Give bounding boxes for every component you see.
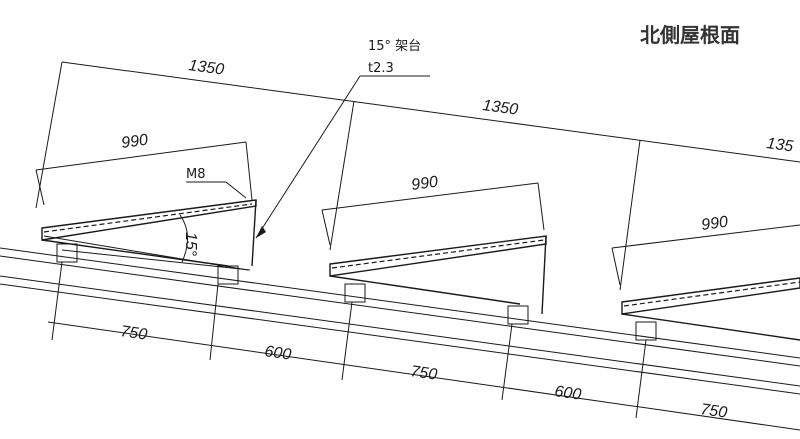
bottom-dimension-4: 600 [553,383,582,404]
module-1 [35,141,257,285]
top-dimension-2: 1350 [481,97,519,119]
bottom-dimension-1: 750 [119,323,148,344]
bottom-dimension-2: 600 [263,343,292,364]
bolt-leader [186,181,247,199]
frame-note-leader [255,75,430,239]
top-dimension-3: 135 [765,135,794,155]
panel-dimension-1: 990 [120,132,149,152]
frame-angle-note: 15° 架台 [368,39,421,54]
top-dimension-1: 1350 [187,57,225,79]
roof-surface [0,247,800,395]
angle-label: 15° [182,232,199,257]
module-3 [611,224,800,341]
bottom-dimension-3: 750 [409,363,438,384]
bolt-label: M8 [186,167,206,182]
panel-dimension-3: 990 [700,214,729,234]
panel-dimension-2: 990 [410,174,439,194]
bottom-dimension-line [47,261,800,431]
module-2 [321,182,547,325]
top-dimension-line [35,61,800,291]
page-title: 北側屋根面 [640,23,740,47]
bottom-dimension-5: 750 [699,401,728,422]
frame-thickness-note: t2.3 [368,61,394,76]
